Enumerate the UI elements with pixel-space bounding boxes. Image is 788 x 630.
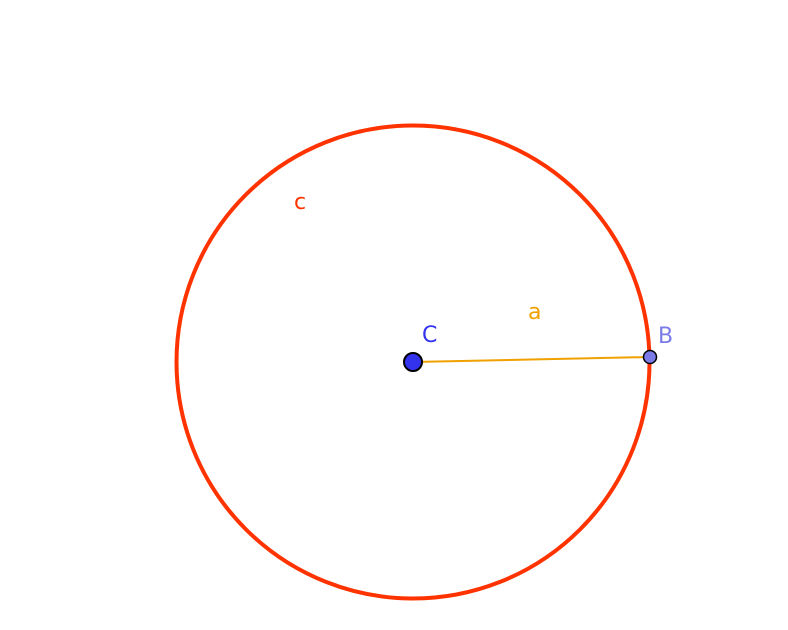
circle-label-c: c	[294, 190, 306, 215]
point-label-B: B	[658, 324, 673, 349]
point-c[interactable]	[403, 352, 423, 372]
point-label-C: C	[422, 323, 437, 348]
point-b[interactable]	[642, 349, 658, 365]
segment-label-a: a	[528, 300, 541, 325]
segment-a[interactable]	[412, 356, 651, 363]
